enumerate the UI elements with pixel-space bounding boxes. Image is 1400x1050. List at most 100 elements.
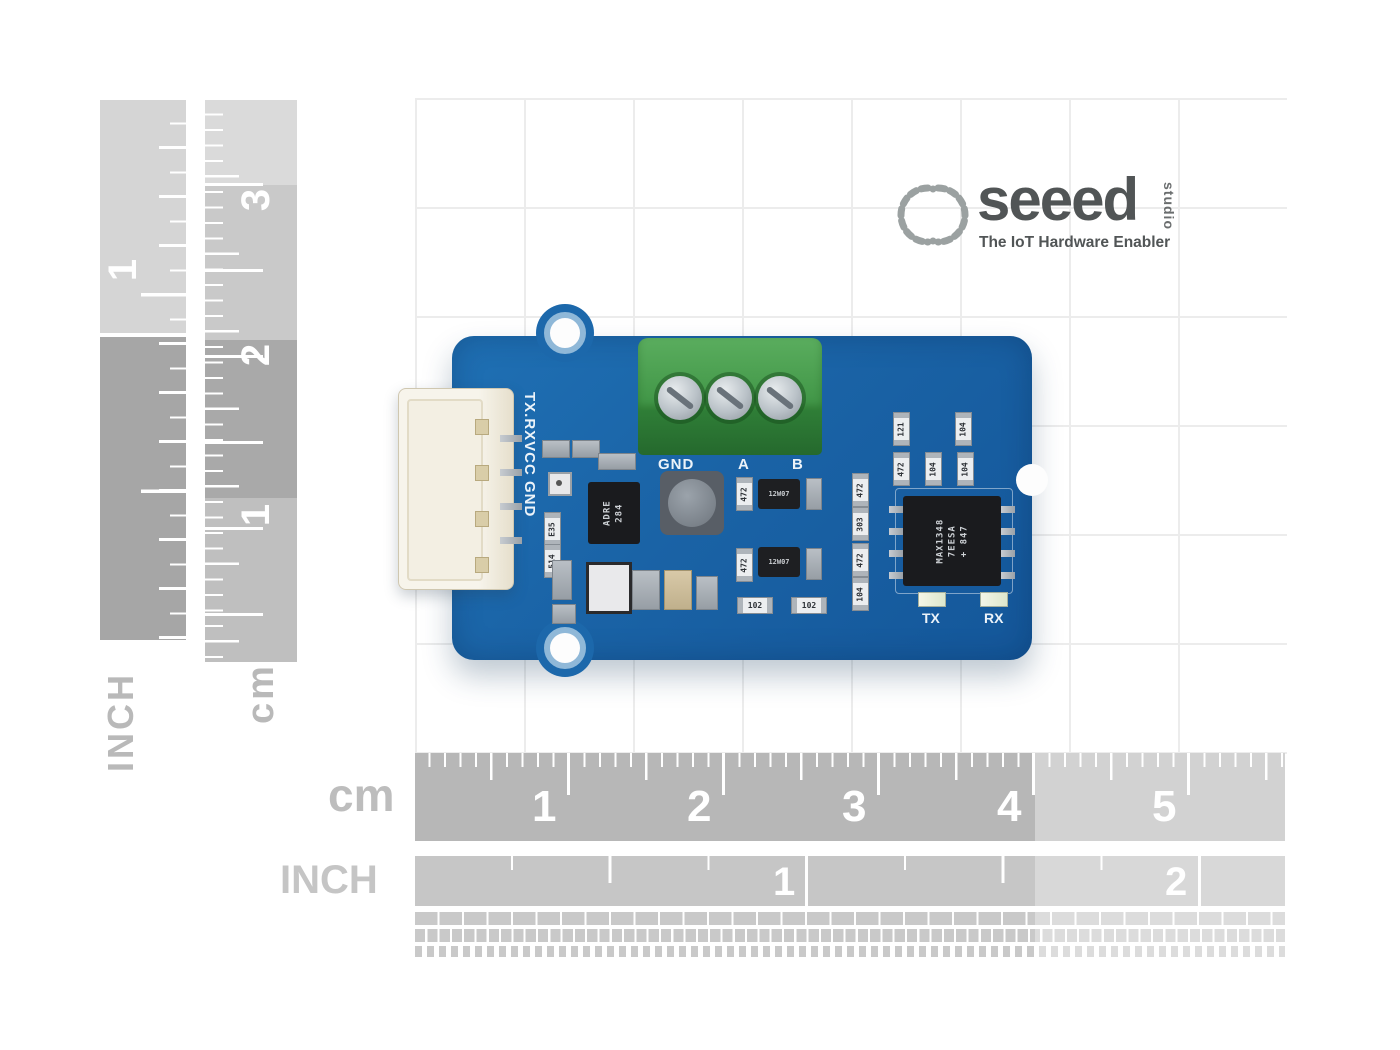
transistor-marking: 12W07 bbox=[768, 558, 790, 566]
terminal-screw-b[interactable] bbox=[758, 376, 802, 420]
chip-pin bbox=[889, 528, 903, 535]
left-inch-ticks-eighth bbox=[159, 100, 186, 640]
regulator-marking: ADRE 284 bbox=[602, 500, 626, 526]
chip-pin bbox=[1001, 528, 1015, 535]
resistor-code: 472 bbox=[855, 482, 865, 498]
chip-pin bbox=[1001, 506, 1015, 513]
terminal-label-b: B bbox=[792, 456, 803, 473]
transistor-q1: 12W07 bbox=[758, 479, 800, 509]
left-inch-ruler-label: INCH bbox=[100, 672, 141, 772]
resistor-r2: 104 bbox=[955, 412, 972, 446]
capacitor bbox=[572, 440, 600, 458]
capacitor bbox=[696, 576, 718, 610]
connector-contact bbox=[475, 419, 489, 435]
bottom-cm-ruler-label: cm bbox=[328, 769, 395, 821]
resistor-code: 472 bbox=[739, 486, 749, 502]
resistor-code: 121 bbox=[896, 421, 906, 437]
regulator-line1: ADRE bbox=[602, 500, 613, 526]
resistor-code: 303 bbox=[855, 516, 865, 532]
left-cm-ticks-mid bbox=[205, 100, 239, 662]
fine-ticks-32nd bbox=[415, 929, 1285, 942]
chip-pin bbox=[889, 572, 903, 579]
diode-dot bbox=[556, 480, 562, 486]
terminal-screw-a[interactable] bbox=[708, 376, 752, 420]
capacitor bbox=[552, 560, 572, 600]
ruler-number: 3 bbox=[842, 782, 867, 831]
resistor-code: 102 bbox=[747, 601, 763, 610]
crystal bbox=[586, 562, 632, 614]
resistor-r3: 472 bbox=[893, 452, 910, 486]
ruler-number: 1 bbox=[101, 258, 146, 282]
ruler-number: 5 bbox=[1152, 782, 1177, 831]
seeed-studio-text: studio bbox=[1161, 182, 1177, 230]
cm-ticks-mid bbox=[415, 753, 1285, 780]
chip-pin bbox=[889, 506, 903, 513]
connector-pin bbox=[500, 503, 522, 510]
resistor-code: 102 bbox=[801, 601, 817, 610]
left-inch-tick-whole bbox=[100, 100, 186, 640]
grove-rs485-board: GND A B TX.RXVCC GND ADRE 284 MA bbox=[398, 304, 1048, 677]
inch-fine-scale-2 bbox=[415, 929, 1285, 942]
screw-slot bbox=[765, 385, 795, 411]
edge-notch bbox=[1016, 464, 1048, 496]
left-inch-ruler: 1 bbox=[100, 100, 186, 640]
left-cm-ticks-minor bbox=[205, 100, 223, 662]
left-cm-ruler: 3 2 1 bbox=[205, 100, 297, 662]
seeed-tagline: The IoT Hardware Enabler bbox=[979, 234, 1171, 251]
resistor-r1: 121 bbox=[893, 412, 910, 446]
regulator-line2: 284 bbox=[615, 503, 625, 523]
resistor-r12: 102 bbox=[737, 597, 773, 614]
transceiver-marking: MAX1348 7EESA + 847 bbox=[934, 519, 970, 564]
chip-pin bbox=[889, 550, 903, 557]
seeed-wreath-icon bbox=[897, 184, 969, 246]
bottom-cm-ruler: 1 2 3 4 5 bbox=[415, 753, 1285, 841]
resistor-r7: 472 bbox=[736, 548, 753, 582]
resistor-r4: 104 bbox=[925, 452, 942, 486]
inch-ticks-half bbox=[415, 856, 1285, 883]
cm-ticks-minor bbox=[415, 753, 1285, 767]
left-inch-ticks-minor bbox=[170, 100, 186, 640]
inductor-core bbox=[668, 479, 716, 527]
chip-pin bbox=[1001, 572, 1015, 579]
inch-ticks-whole bbox=[415, 856, 1285, 906]
capacitor bbox=[542, 440, 570, 458]
screw-slot bbox=[665, 385, 695, 411]
seeed-brand-text: seeed bbox=[977, 166, 1139, 233]
capacitor bbox=[806, 478, 822, 510]
bottom-inch-ruler-label: INCH bbox=[280, 858, 378, 902]
ruler-number: 1 bbox=[532, 782, 557, 831]
resistor-r9: 303 bbox=[852, 507, 869, 541]
left-cm-ruler-label: cm bbox=[240, 663, 282, 724]
connector-contact bbox=[475, 465, 489, 481]
connector-contact bbox=[475, 557, 489, 573]
resistor-r11: 104 bbox=[852, 577, 869, 611]
transceiver-line1: MAX1348 bbox=[934, 518, 945, 564]
transistor-marking: 12W07 bbox=[768, 490, 790, 498]
inch-ticks-quarter bbox=[415, 856, 1285, 870]
resistor-code: 104 bbox=[928, 461, 938, 477]
transceiver-line2: 7EESA bbox=[946, 524, 957, 558]
ruler-number: 3 bbox=[234, 188, 279, 212]
capacitor bbox=[552, 604, 576, 624]
connector-pin bbox=[500, 435, 522, 442]
connector-cavity bbox=[407, 399, 483, 581]
connector-contact bbox=[475, 511, 489, 527]
resistor-code: 472 bbox=[896, 461, 906, 477]
mount-hole-top bbox=[544, 312, 586, 354]
fine-ticks-16th bbox=[415, 912, 1285, 925]
diode bbox=[548, 472, 572, 496]
tx-led-label: TX bbox=[922, 610, 940, 626]
rx-led bbox=[980, 592, 1008, 607]
fine-ticks-dashes bbox=[415, 946, 1285, 957]
rx-led-label: RX bbox=[984, 610, 1004, 626]
terminal-screw-gnd[interactable] bbox=[658, 376, 702, 420]
transceiver-line3: + 847 bbox=[959, 524, 970, 558]
ruler-number: 2 bbox=[687, 782, 712, 831]
grove-connector[interactable] bbox=[398, 388, 514, 590]
ruler-number: 4 bbox=[997, 782, 1022, 831]
capacitor bbox=[664, 570, 692, 610]
transistor-q2: 12W07 bbox=[758, 547, 800, 577]
terminal-label-gnd: GND bbox=[658, 456, 695, 473]
screw-slot bbox=[715, 385, 745, 411]
regulator-chip: ADRE 284 bbox=[588, 482, 640, 544]
